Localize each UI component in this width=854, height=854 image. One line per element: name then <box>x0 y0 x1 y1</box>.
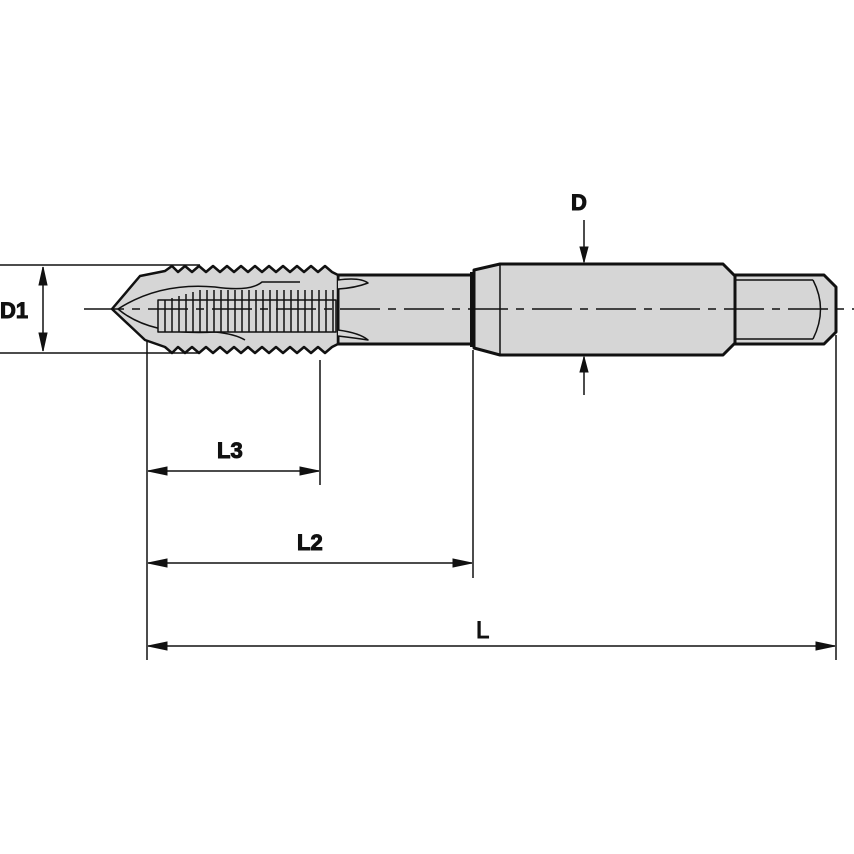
arrow-down-icon <box>38 332 48 352</box>
l3-label: L3 <box>217 438 243 463</box>
arrow-right-icon <box>299 466 320 476</box>
l2-label: L2 <box>297 530 323 555</box>
arrow-down-icon <box>579 246 589 264</box>
arrow-up-icon <box>579 355 589 373</box>
arrow-up-icon <box>38 266 48 286</box>
dimension-l3: L3 <box>147 438 320 476</box>
arrow-left-icon <box>147 466 168 476</box>
dimension-lines: D1 D L3 L2 <box>0 190 837 660</box>
thread-ribs <box>157 290 337 333</box>
dimension-l2: L2 <box>147 530 473 568</box>
d1-label: D1 <box>0 298 28 323</box>
arrow-right-icon <box>815 641 836 651</box>
arrow-left-icon <box>147 641 168 651</box>
arrow-right-icon <box>452 558 473 568</box>
d-label: D <box>571 190 587 215</box>
l-label: L <box>476 617 489 644</box>
arrow-left-icon <box>147 558 168 568</box>
dimension-l: L <box>147 617 836 651</box>
dimension-d1: D1 <box>0 264 200 354</box>
dimension-d: D <box>571 190 589 395</box>
